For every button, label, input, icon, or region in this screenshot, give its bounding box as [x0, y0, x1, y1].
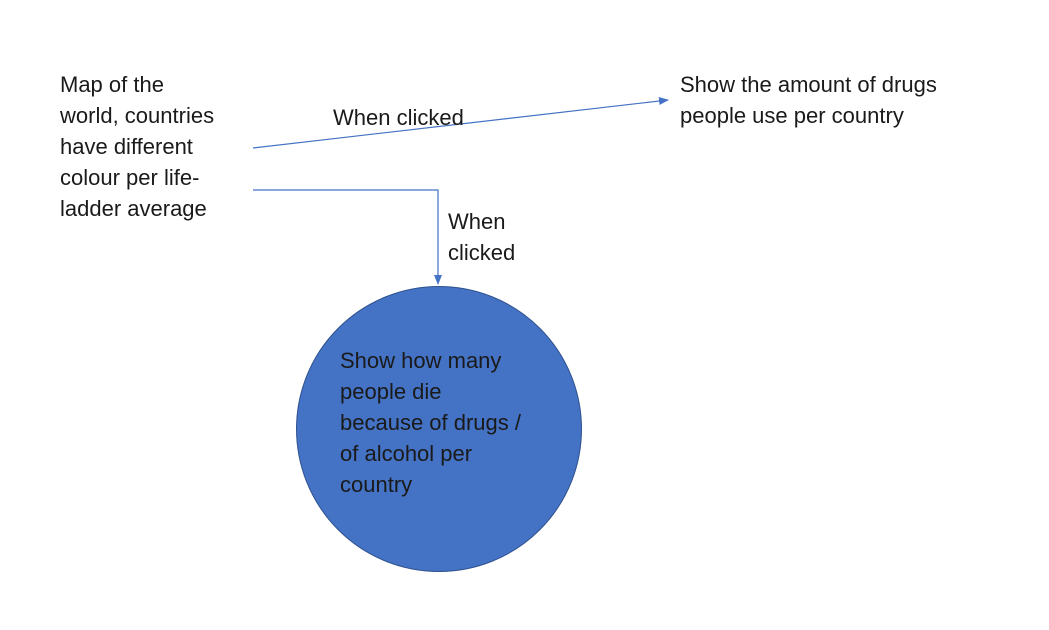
- circle-line-1: Show how many: [340, 348, 502, 373]
- drug-usage-node-text: Show the amount of drugs people use per …: [680, 69, 937, 131]
- source-line-4: colour per life-: [60, 165, 200, 190]
- target-line-1: Show the amount of drugs: [680, 72, 937, 97]
- circle-line-2: people die: [340, 379, 442, 404]
- edge-down-label-line-1: When: [448, 209, 506, 234]
- world-map-node-text: Map of the world, countries have differe…: [60, 69, 214, 224]
- circle-line-3: because of drugs /: [340, 410, 522, 435]
- arrow-to-drug-usage: [252, 97, 669, 149]
- deaths-circle-text: Show how many people die because of drug…: [340, 345, 521, 500]
- source-line-5: ladder average: [60, 196, 207, 221]
- edge-label-when-clicked-right: When clicked: [333, 102, 464, 133]
- source-line-1: Map of the: [60, 72, 164, 97]
- arrow-to-death-circle: [253, 189, 442, 285]
- target-line-2: people use per country: [680, 103, 904, 128]
- edge-right-label-text: When clicked: [333, 105, 464, 130]
- source-line-2: world, countries: [60, 103, 215, 128]
- edge-down-label-line-2: clicked: [448, 240, 516, 265]
- deaths-circle-node: [296, 286, 582, 572]
- source-line-3: have different: [60, 134, 193, 159]
- edge-label-when-clicked-down: When clicked: [448, 206, 515, 268]
- circle-line-4: of alcohol per: [340, 441, 473, 466]
- circle-line-5: country: [340, 472, 413, 497]
